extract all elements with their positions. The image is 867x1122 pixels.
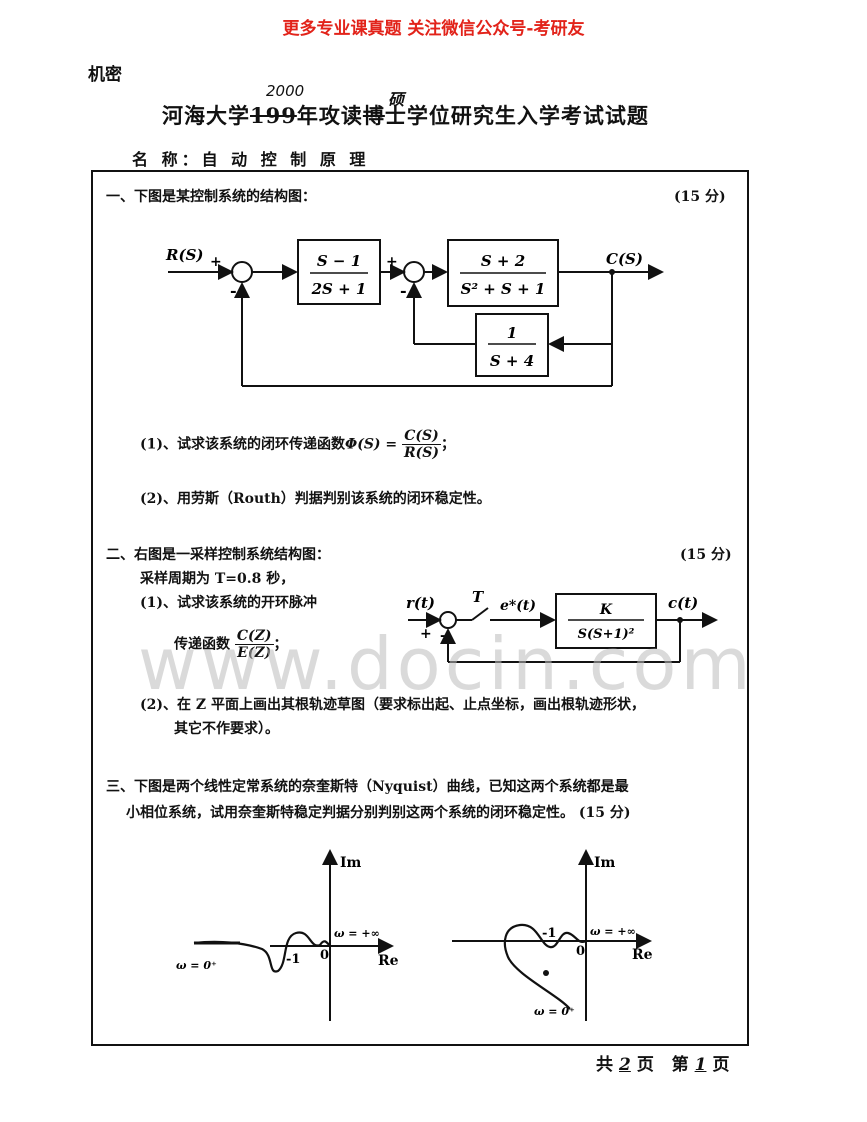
exam-title: 河海大学199年攻读博士学位研究生入学考试试题	[162, 100, 649, 130]
plot2-im-label: Im	[594, 855, 616, 871]
q2-output-label: c(t)	[668, 594, 698, 612]
q1-part2: (2)、用劳斯（Routh）判据判别该系统的闭环稳定性。	[140, 491, 491, 507]
title-struck-degree: 博	[362, 103, 385, 128]
plot2-re-label: Re	[632, 947, 653, 963]
q2-sampling-period: 采样周期为 T=0.8 秒，	[140, 571, 295, 587]
plot1-im-label: Im	[340, 855, 362, 871]
q2-block-diagram: r(t) + - T e*(t) K S(S+1)² c(t)	[406, 588, 718, 663]
q3-points: (15 分)	[578, 805, 631, 821]
q1-summing-junction-1	[231, 261, 253, 283]
footer-current-page: 1	[694, 1055, 707, 1075]
q2-part1-tf: 传递函数 C(Z)E(Z)；	[174, 628, 288, 661]
footer-current-prefix: 第	[671, 1055, 689, 1075]
promo-banner: 更多专业课真题 关注微信公众号-考研友	[282, 19, 585, 39]
plot1-w-zero: ω = 0⁺	[176, 959, 217, 972]
q1-block3-numerator: 1	[507, 324, 517, 342]
footer-total-prefix: 共	[596, 1055, 613, 1075]
q1-transfer-fraction: C(S)R(S)	[402, 428, 442, 461]
plot2-nyquist-curve	[503, 923, 587, 1010]
footer-total-pages: 2	[619, 1055, 631, 1075]
q1-summing-junction-2	[403, 261, 425, 283]
q1-block-diagram: R(S) + - S − 1 2S + 1 + - S + 2 S² + S +…	[165, 239, 664, 387]
q2-part2-line2: 其它不作要求）。	[174, 721, 279, 737]
q1-part1: (1)、试求该系统的闭环传递函数Φ(S) = C(S)R(S)；	[140, 428, 455, 461]
nyquist-plot-1: Im Re -1 0 ω = +∞ ω = 0⁺	[176, 849, 399, 1021]
q2-sampler-switch	[471, 607, 489, 621]
q1-heading: 一、下图是某控制系统的结构图：	[106, 189, 316, 205]
q1-block1-denominator: 2S + 1	[311, 280, 367, 298]
q2-sampler-label: T	[472, 588, 485, 606]
footer-page-word: 页	[636, 1055, 654, 1075]
q3-line2: 小相位系统，试用奈奎斯特稳定判据分别判别这两个系统的闭环稳定性。 (15 分)	[126, 802, 630, 822]
title-suffix: 士学位研究生入学考试试题	[384, 103, 649, 128]
q3-line2-text: 小相位系统，试用奈奎斯特稳定判据分别判别这两个系统的闭环稳定性。	[126, 805, 574, 821]
q2-block-denominator: S(S+1)²	[578, 627, 635, 642]
plot2-w-zero: ω = 0⁺	[534, 1005, 575, 1018]
title-mid: 年攻读	[296, 103, 363, 128]
q1-block3-denominator: S + 4	[490, 352, 534, 370]
q1-part1-phi: Φ(S) =	[345, 436, 398, 453]
plot2-origin: 0	[576, 944, 585, 959]
q1-sum2-minus: -	[400, 281, 407, 300]
q1-sum1-minus: -	[230, 281, 237, 300]
plot2-w-inf: ω = +∞	[590, 925, 636, 938]
handwritten-degree: 硕	[388, 90, 405, 109]
docin-watermark: www.docin.com	[138, 622, 755, 706]
q2-part1: (1)、试求该系统的开环脉冲	[140, 595, 317, 611]
subject-name: 名 称：自 动 控 制 原 理	[132, 150, 370, 169]
plot1-re-label: Re	[378, 953, 399, 969]
q1-points: (15 分)	[674, 189, 726, 205]
q1-block2-denominator: S² + S + 1	[461, 280, 546, 298]
q1-part1-text: (1)、试求该系统的闭环传递函数	[140, 436, 345, 453]
q2-heading: 二、右图是一采样控制系统结构图：	[106, 547, 330, 563]
q1-sum1-plus: +	[210, 254, 222, 270]
q1-block2-numerator: S + 2	[481, 252, 525, 270]
q2-part2-line1: (2)、在 Z 平面上画出其根轨迹草图（要求标出起、止点坐标，画出根轨迹形状，	[140, 697, 645, 713]
title-struck-year: 199	[250, 103, 297, 128]
q2-fraction-num: C(Z)	[234, 628, 274, 645]
q3-line1: 三、下图是两个线性定常系统的奈奎斯特（Nyquist）曲线，已知这两个系统都是最	[106, 779, 629, 795]
q2-pulse-tf-fraction: C(Z)E(Z)	[234, 628, 274, 661]
q1-part1-end: ；	[441, 436, 456, 453]
footer-page-word2: 页	[712, 1055, 730, 1075]
q1-block1-numerator: S − 1	[317, 252, 361, 270]
q2-part1-end: ；	[273, 636, 288, 653]
title-prefix: 河海大学	[162, 103, 250, 128]
q2-fraction-den: E(Z)	[237, 645, 272, 661]
q2-block-numerator: K	[599, 602, 613, 618]
q2-part1-prefix: 传递函数	[174, 636, 230, 653]
exam-frame	[91, 170, 749, 1046]
q2-plus: +	[420, 626, 432, 642]
confidential-label: 机密	[88, 65, 122, 85]
q1-input-label: R(S)	[165, 246, 204, 264]
q1-fraction-num: C(S)	[402, 428, 442, 445]
q1-fraction-den: R(S)	[404, 445, 440, 461]
plot1-nyquist-curve	[193, 931, 331, 973]
plot1-origin: 0	[320, 948, 329, 963]
q2-points: (15 分)	[680, 547, 732, 563]
handwritten-year: 2000	[266, 82, 305, 100]
nyquist-plot-2: Im Re -1 0 ω = +∞ ω = 0⁺	[452, 849, 653, 1021]
plot1-minus-one: -1	[286, 952, 300, 967]
q2-error-label: e*(t)	[500, 598, 536, 614]
plot1-w-inf: ω = +∞	[334, 927, 380, 940]
q1-sum2-plus: +	[386, 254, 398, 270]
plot2-minus-one: -1	[542, 926, 556, 941]
q1-output-label: C(S)	[606, 250, 643, 268]
q2-input-label: r(t)	[406, 594, 435, 612]
